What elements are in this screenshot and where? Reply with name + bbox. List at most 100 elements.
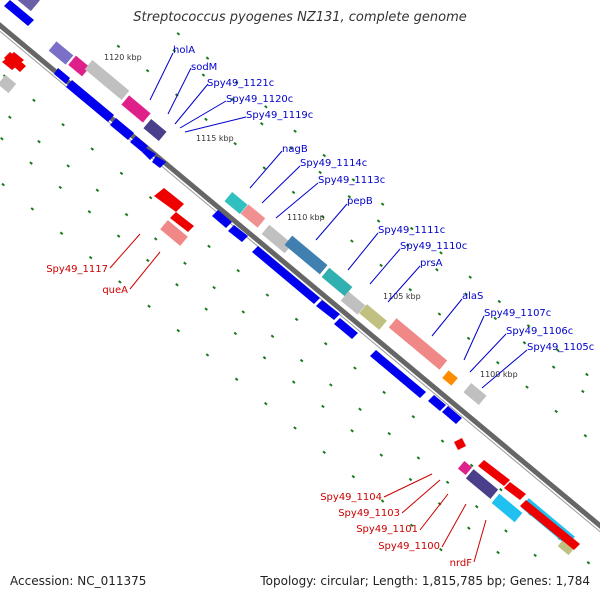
gene-arrow	[152, 156, 166, 168]
gc-dot	[322, 153, 327, 158]
gc-dot	[351, 474, 356, 479]
gc-dot	[379, 453, 384, 457]
gene-block	[557, 536, 577, 556]
gene-label: pepB	[347, 196, 373, 207]
gc-dot	[408, 287, 413, 292]
gc-dot	[207, 244, 211, 249]
gene-label: Spy49_1119c	[246, 110, 313, 121]
scale-labels: 1120 kbp 1115 kbp 1110 kbp 1105 kbp 1100…	[104, 53, 518, 379]
gene-arrow	[66, 80, 114, 122]
gc-dot	[124, 212, 129, 217]
gene-arrow	[110, 118, 134, 140]
scale-label: 1115 kbp	[196, 134, 234, 143]
gene-block	[224, 191, 248, 215]
gene-label: Spy49_1106c	[506, 326, 573, 337]
gc-dot	[358, 407, 362, 412]
gene-arrow	[4, 52, 26, 72]
gc-dot	[329, 383, 333, 387]
gc-dot	[291, 190, 296, 195]
gc-dot	[504, 529, 508, 533]
gc-dot	[230, 97, 235, 102]
gc-dot	[387, 431, 392, 436]
gene-arrow	[154, 188, 184, 212]
forward-gene-labels: holA sodM Spy49_1121c Spy49_1120c Spy49_…	[173, 45, 594, 353]
gene-arrow	[478, 460, 510, 486]
gc-dot	[59, 231, 64, 235]
gene-block	[0, 0, 40, 12]
gc-dot	[468, 275, 472, 279]
gc-dot	[318, 170, 322, 175]
gene-label: nrdF	[450, 558, 473, 569]
gene-label: Spy49_1110c	[400, 241, 467, 252]
gc-dot	[583, 434, 588, 438]
scale-label: 1110 kbp	[287, 213, 325, 222]
gc-dot	[58, 185, 63, 190]
gene-label: Spy49_1105c	[527, 342, 594, 353]
gc-dot	[445, 480, 450, 485]
gc-dot	[289, 146, 293, 150]
gene-block	[340, 291, 366, 315]
gene-block	[321, 267, 353, 297]
gc-dot	[351, 178, 356, 182]
gene-label: prsA	[420, 258, 443, 269]
gene-label: alaS	[462, 291, 483, 302]
gc-dot	[496, 550, 500, 555]
gene-label: Spy49_1121c	[207, 78, 274, 89]
gc-dot	[411, 414, 416, 419]
accession-label: Accession: NC_011375	[10, 574, 147, 588]
scale-label: 1105 kbp	[383, 292, 421, 301]
gc-dot	[119, 171, 124, 176]
gc-dot	[533, 553, 537, 558]
gc-dot	[293, 129, 297, 133]
gc-dot	[90, 147, 95, 151]
gc-dot	[236, 268, 240, 273]
gene-label: holA	[173, 45, 195, 56]
gc-dot	[262, 356, 267, 360]
gc-dot	[321, 404, 325, 409]
gc-dot	[294, 317, 299, 322]
gene-arrow	[442, 406, 462, 424]
gene-block	[261, 224, 293, 254]
map-title: Streptococcus pyogenes NZ131, complete g…	[133, 10, 467, 25]
gene-arrow	[428, 395, 446, 411]
gc-dot	[1, 182, 5, 187]
scale-label: 1100 kbp	[480, 370, 518, 379]
gc-dot	[30, 207, 35, 211]
gc-dot	[66, 164, 70, 168]
gc-dot	[205, 56, 210, 60]
gene-block	[68, 55, 90, 77]
gc-dot	[322, 450, 326, 455]
gc-dot	[234, 80, 239, 85]
gc-dot	[270, 334, 275, 339]
gc-dot	[29, 161, 33, 165]
gene-arrow	[54, 68, 70, 84]
gene-label: Spy49_1117	[46, 264, 108, 275]
gc-dot	[234, 377, 239, 382]
gc-dot	[440, 439, 445, 443]
gene-arrow	[228, 225, 248, 242]
gene-block	[143, 118, 167, 142]
gc-dot	[525, 385, 529, 389]
gc-dot	[262, 166, 267, 170]
gene-arrow	[252, 246, 320, 304]
gc-dot	[146, 258, 150, 263]
gene-block	[465, 469, 499, 499]
gene-block	[160, 220, 188, 246]
gene-arrow	[4, 0, 34, 26]
gc-dot	[145, 68, 150, 73]
gc-dot	[172, 48, 177, 53]
gene-label: sodM	[191, 62, 217, 73]
gc-dot	[176, 328, 181, 333]
gc-dot	[37, 139, 41, 144]
gene-arrow	[334, 318, 358, 339]
gc-dot	[376, 219, 381, 223]
gc-dot	[493, 316, 498, 321]
gene-label: nagB	[282, 144, 308, 155]
gene-arrow	[520, 500, 580, 550]
gc-dot	[233, 331, 238, 336]
gc-dot	[522, 341, 527, 345]
reverse-strand-genes	[0, 0, 577, 556]
gene-block	[84, 60, 130, 100]
